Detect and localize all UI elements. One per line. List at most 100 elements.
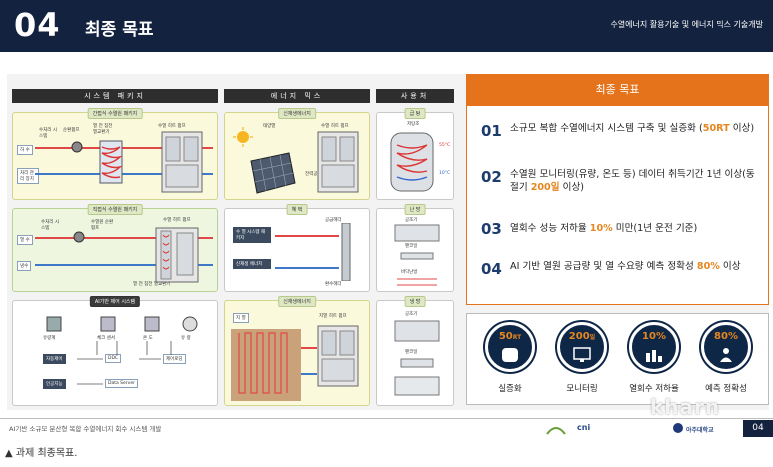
label: 바닥난방 <box>401 270 418 275</box>
goal-text: 열회수 성능 저하율 10% 미만(1년 운전 기준) <box>510 223 698 234</box>
logo-ajou: 아주대학교 <box>686 427 714 434</box>
ai-control-title: AI기반 제어 시스템 <box>89 296 141 307</box>
label: 온 도 <box>143 336 153 341</box>
chip-renewable: 신재생 에너지 <box>233 259 271 269</box>
logo-mark-icon <box>546 427 566 435</box>
chip-data-server: Data Server <box>105 379 138 388</box>
chip-treatment: 처리 관리 장치 <box>17 168 39 184</box>
slide-content: 시스템 패키지 에너지 믹스 사용처 간접식 수열원 패키지 수처리 시스템 순… <box>7 74 769 410</box>
chip-control-loading: 제어로딩 <box>163 354 186 364</box>
cold-pipe <box>35 264 213 266</box>
logo-cni: cni <box>577 423 591 432</box>
label: 열 전 침전 열교환기 <box>93 124 113 135</box>
ai-control-box: AI기반 제어 시스템 유량계 체크 센서 온 도 유 량 자동제어 DDC 제… <box>12 296 218 406</box>
chip-ddc: DDC <box>105 354 122 363</box>
slide-footer: AI기반 소규모 분산형 복합 수열에너지 회수 시스템 개발 cni 아주대학… <box>0 418 773 438</box>
cooling-box: 냉 방 공조기 팬코일 <box>376 296 454 406</box>
kpi-label: 실증화 <box>498 384 522 394</box>
storage-tank-icon <box>390 132 434 192</box>
cold-pipe <box>35 173 213 175</box>
indirect-package-box: 간접식 수열원 패키지 수처리 시스템 순환펌프 열 전 침전 열교환기 수열 … <box>12 108 218 200</box>
goal-text: 소규모 복합 수열에너지 시스템 구축 및 실증화 (50RT 이상) <box>510 123 755 134</box>
label: 공조기 <box>405 312 418 317</box>
heat-pump-icon <box>161 131 203 193</box>
label: 공급헤더 <box>325 218 342 223</box>
label: 태양열 <box>263 124 276 129</box>
kpi-panel: 50RT 실증화 200일 모니터링 10% 열회수 저하율 80% <box>466 313 769 405</box>
goal-number: 01 <box>481 122 502 140</box>
ground-loop-icon <box>231 329 301 401</box>
goal-number: 04 <box>481 260 502 278</box>
hot-pipe <box>35 147 213 149</box>
cold-pipe <box>301 373 317 375</box>
header-mix-title: 혜 택 <box>286 204 308 215</box>
direct-package-title: 직접식 수열원 패키지 <box>87 204 143 215</box>
connection-lines <box>77 341 172 385</box>
goals-list: 01 소규모 복합 수열에너지 시스템 구축 및 실증화 (50RT 이상) 0… <box>466 105 769 305</box>
system-diagram: 시스템 패키지 에너지 믹스 사용처 간접식 수열원 패키지 수처리 시스템 순… <box>7 74 459 410</box>
tank-icon <box>502 348 518 362</box>
heat-pump-icon <box>317 131 359 193</box>
pump-icon <box>71 141 83 153</box>
chip-heat-water: 열 수 <box>17 235 33 245</box>
label: 수처리 시스템 <box>39 128 57 139</box>
slide-subtitle: 수열에너지 활용기술 및 에너지 믹스 기술개발 <box>610 20 763 29</box>
kpi-heat-recovery: 10% 열회수 저하율 <box>621 322 687 394</box>
chip-ai: 인공지능 <box>43 379 66 389</box>
watermark: kharn <box>650 395 721 419</box>
chip-sewage: 하 수 <box>17 145 33 155</box>
chip-geothermal: 지 열 <box>233 313 249 323</box>
header-pipe-icon <box>341 223 351 281</box>
label: 유량계 <box>43 336 56 341</box>
kpi-label: 모니터링 <box>566 384 598 394</box>
goal-number: 03 <box>481 220 502 238</box>
bar-chart-icon <box>646 350 662 362</box>
solar-panel-icon <box>233 127 296 194</box>
goal-number: 02 <box>481 168 502 186</box>
slide-title: 최종 목표 <box>85 20 154 40</box>
pump-icon <box>73 231 85 243</box>
label: 10°C <box>439 171 451 176</box>
footer-text: AI기반 소규모 분산형 복합 수열에너지 회수 시스템 개발 <box>9 425 162 433</box>
indirect-package-title: 간접식 수열원 패키지 <box>87 108 143 119</box>
label: 저탕조 <box>407 122 420 127</box>
goal-text: 수열원 모니터링(유량, 온도 등) 데이터 취득기간 1년 이상(동절기 20… <box>510 169 755 193</box>
university-seal-icon <box>673 423 683 433</box>
label: 전력공급 <box>305 172 322 177</box>
label: 체크 센서 <box>97 336 115 341</box>
label: 수열 히트 펌프 <box>158 124 186 129</box>
label: 55°C <box>439 143 451 148</box>
page-number: 04 <box>743 420 773 437</box>
label: 환수헤더 <box>325 282 342 287</box>
hvac-units-icon <box>394 224 440 286</box>
label: 수처리 시스템 <box>41 220 59 231</box>
chip-cold-water: 냉수 <box>17 261 32 271</box>
label: 열 전 침전 열교환기 <box>133 282 171 287</box>
geothermal-mix-box: 신재생에너지 지 열 지열 히트 펌프 <box>224 296 370 406</box>
solar-mix-box: 신재생에너지 태양열 수열 히트 펌프 전력공급 <box>224 108 370 200</box>
goals-title: 최종 목표 <box>466 74 769 105</box>
slide-header: 04 최종 목표 수열에너지 활용기술 및 에너지 믹스 기술개발 <box>0 0 773 52</box>
label: 공조기 <box>405 218 418 223</box>
kpi-label: 예측 정확성 <box>705 384 747 394</box>
hot-pipe <box>301 347 317 349</box>
figure-caption: ▲ 과제 최종목표. <box>5 448 78 459</box>
chip-auto-control: 자동제어 <box>43 354 66 364</box>
column-header-mix: 에너지 믹스 <box>224 89 370 103</box>
header-mix-box: 혜 택 수 열 시스템 패키지 공급헤더 신재생 에너지 환수헤더 <box>224 204 370 292</box>
label: 수열 히트 펌프 <box>321 124 349 129</box>
kpi-demonstration: 50RT 실증화 <box>477 322 543 394</box>
slide: 04 최종 목표 수열에너지 활용기술 및 에너지 믹스 기술개발 시스템 패키… <box>0 0 773 438</box>
person-icon <box>720 348 732 362</box>
heat-pump-icon <box>155 227 199 283</box>
heating-title: 난 방 <box>404 204 426 215</box>
label: 순환펌프 <box>63 128 80 133</box>
label: 팬코일 <box>405 350 418 355</box>
goals-panel: 최종 목표 01 소규모 복합 수열에너지 시스템 구축 및 실증화 (50RT… <box>466 74 769 410</box>
cooling-title: 냉 방 <box>404 296 426 307</box>
heat-pump-icon <box>317 325 359 387</box>
label: 수열원 순환펌프 <box>91 220 114 231</box>
heating-box: 난 방 공조기 팬코일 바닥난방 <box>376 204 454 292</box>
column-header-usage: 사용처 <box>376 89 454 103</box>
heat-exchanger-icon <box>99 140 123 184</box>
